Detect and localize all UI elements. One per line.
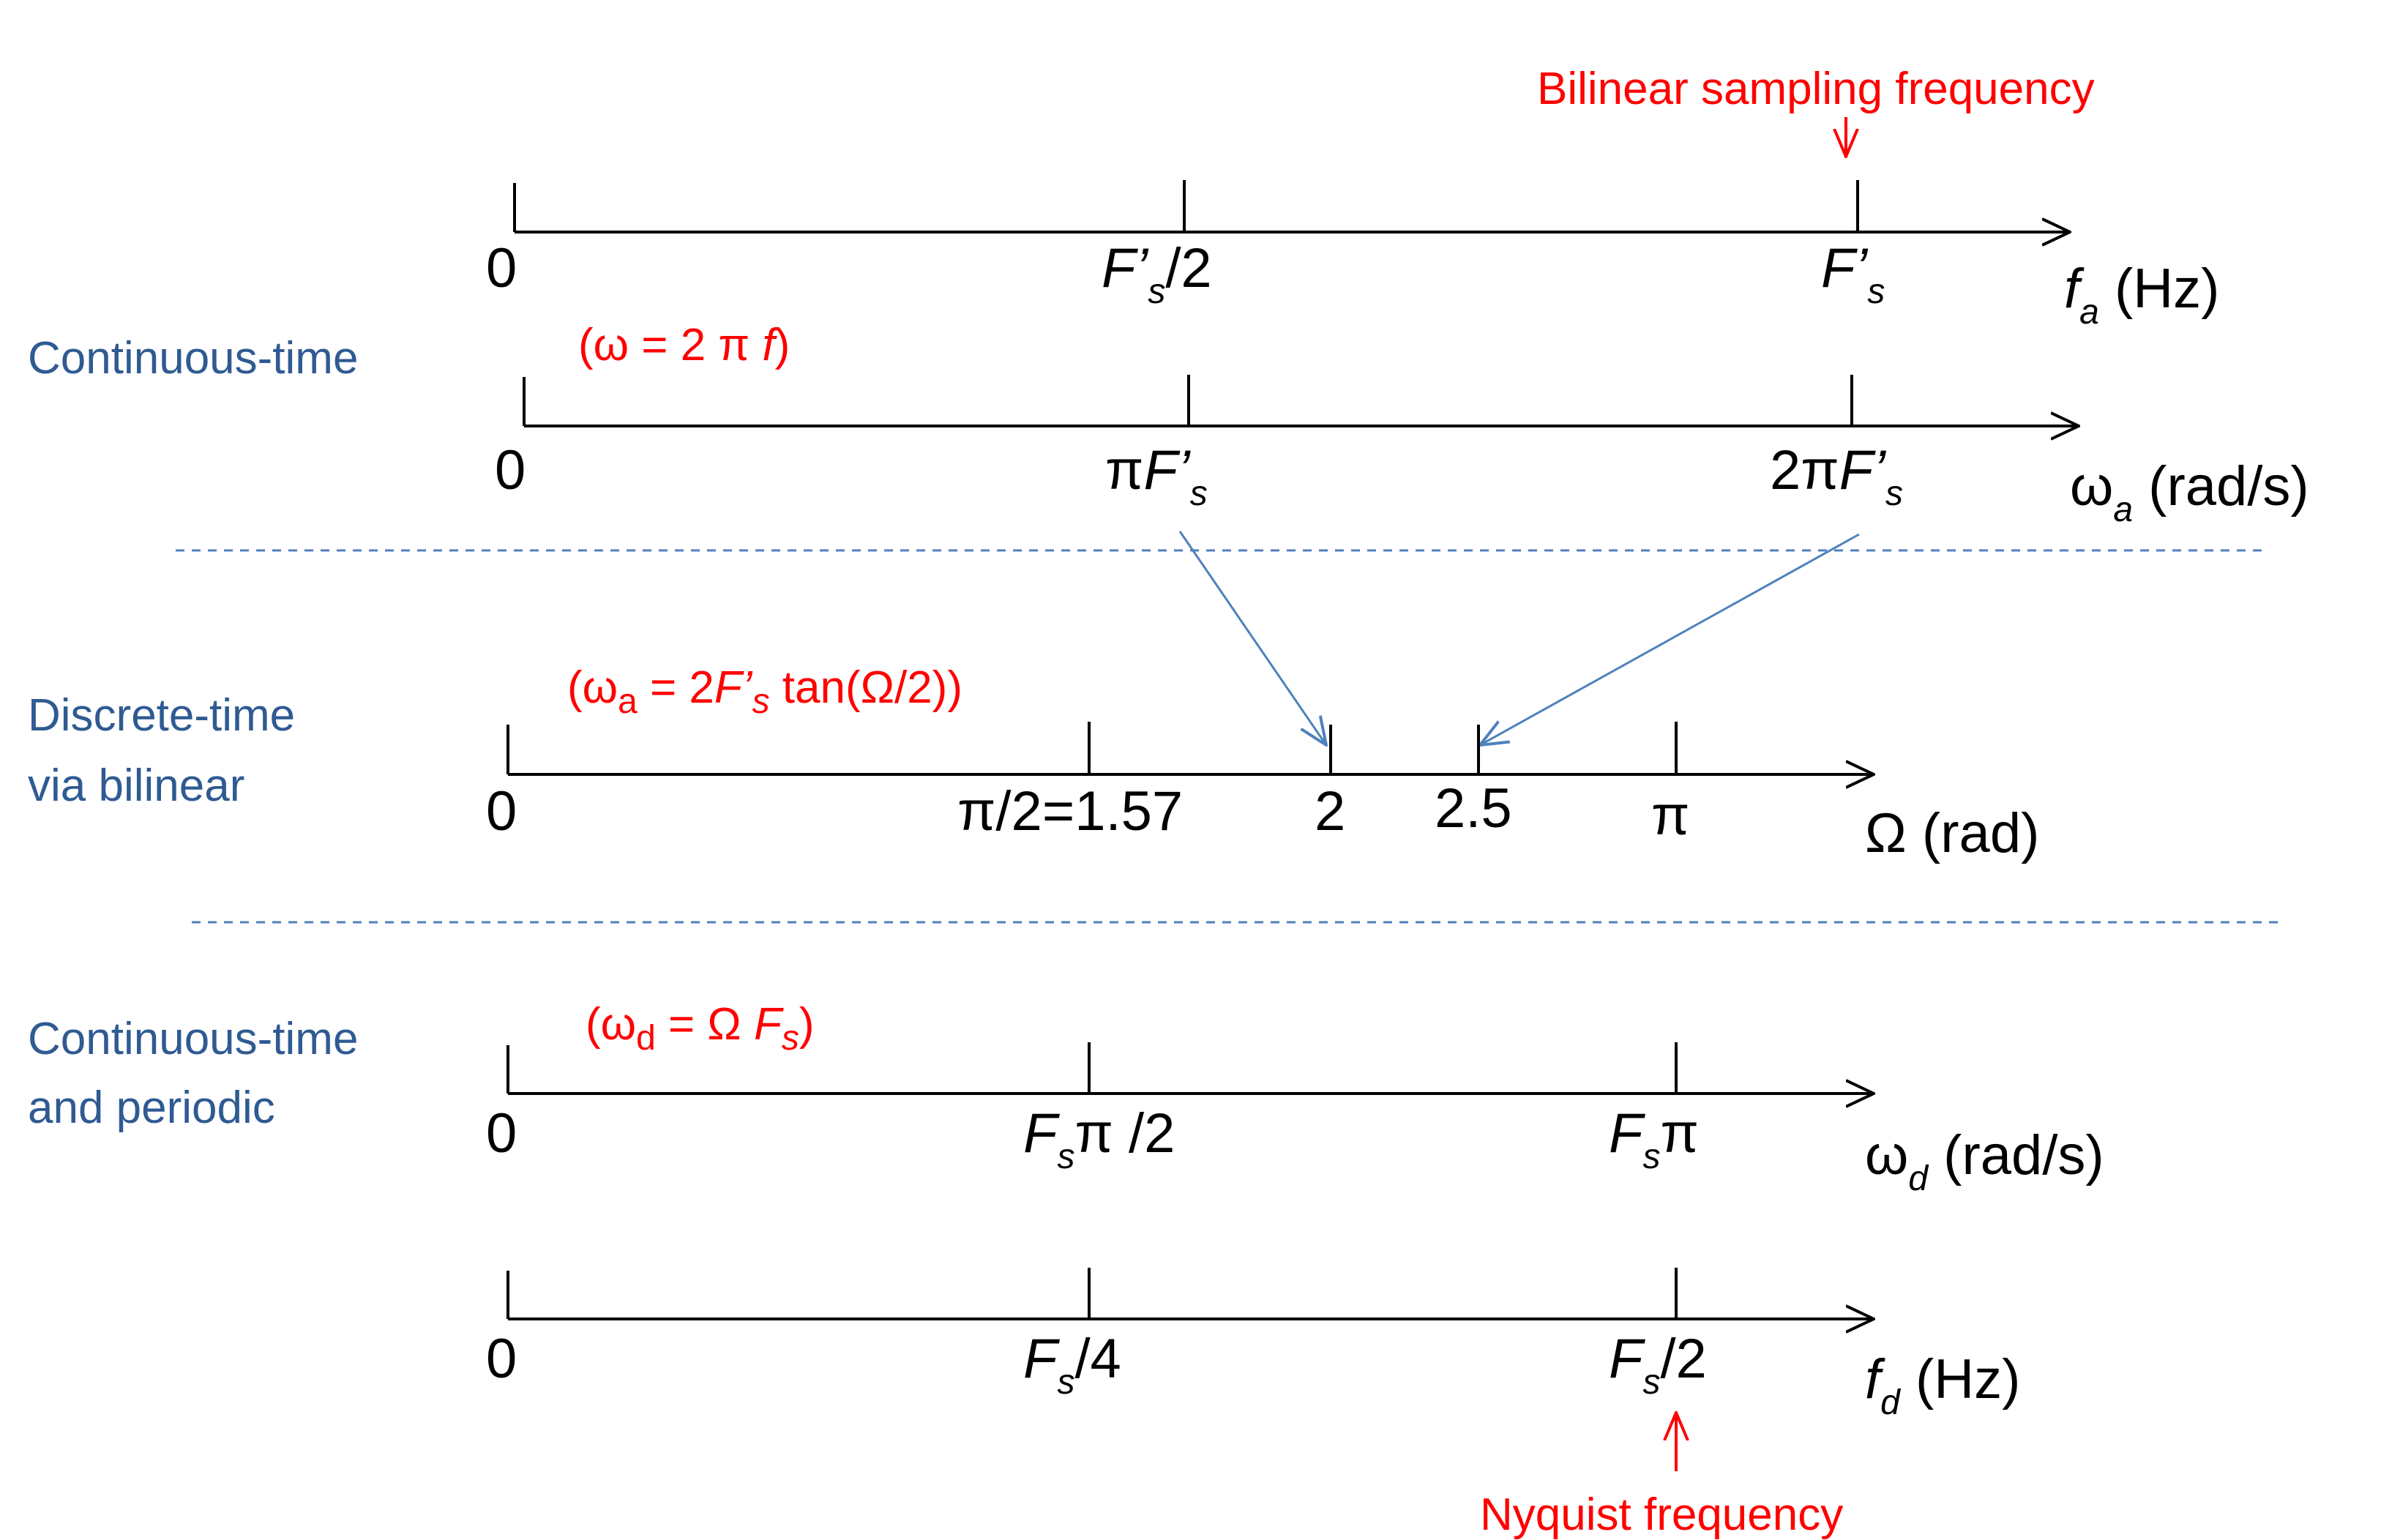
bilinear-sampling-annotation: Bilinear sampling frequency bbox=[1537, 64, 2095, 114]
axis-fa: 0 F’s/2 F’s fa (Hz) bbox=[486, 180, 2219, 332]
axis-omega-tick1-label: π/2=1.57 bbox=[957, 780, 1183, 842]
axis-fa-title: fa (Hz) bbox=[2064, 258, 2219, 332]
axis-fa-zero: 0 bbox=[486, 237, 517, 299]
nyquist-annotation: Nyquist frequency bbox=[1480, 1489, 1843, 1540]
axis-fd-title: fd (Hz) bbox=[1865, 1348, 2020, 1422]
section-continuous-periodic-2: and periodic bbox=[28, 1083, 275, 1133]
axis-wa-zero: 0 bbox=[495, 439, 526, 501]
axis-fd-tick1-label: Fs/4 bbox=[1023, 1328, 1121, 1402]
axis-omega: 0 π/2=1.57 2 2.5 π Ω (rad) bbox=[486, 722, 2039, 864]
axis-omega-tick2-label: 2 bbox=[1315, 780, 1345, 842]
section-discrete-time: Discrete-time bbox=[28, 690, 295, 741]
section-continuous-periodic-1: Continuous-time bbox=[28, 1014, 358, 1064]
axis-wd-tick2-label: Fsπ bbox=[1609, 1102, 1699, 1176]
section-via-bilinear: via bilinear bbox=[28, 760, 244, 811]
axis-omega-tick3-label: 2.5 bbox=[1435, 777, 1512, 840]
axis-wd-tick1-label: Fsπ /2 bbox=[1023, 1102, 1175, 1176]
section-continuous-time: Continuous-time bbox=[28, 333, 358, 384]
axis-wa: 0 πF’s 2πF’s ωa (rad/s) bbox=[495, 375, 2309, 529]
axis-wd-title: ωd (rad/s) bbox=[1865, 1124, 2104, 1198]
mapping-arrow-pi-fs bbox=[1178, 531, 1326, 745]
axis-fa-tick1-label: F’s/2 bbox=[1102, 237, 1212, 311]
axis-omega-tick4-label: π bbox=[1651, 785, 1689, 847]
axis-omega-title: Ω (rad) bbox=[1865, 802, 2039, 864]
formula-omega-f: (ω = 2 π f) bbox=[578, 320, 790, 370]
mapping-arrow-2pi-fs bbox=[1480, 533, 1860, 745]
axis-wa-tick2-label: 2πF’s bbox=[1770, 439, 1903, 513]
axis-fa-tick2-label: F’s bbox=[1821, 237, 1885, 311]
formula-omega-d: (ωd = Ω Fs) bbox=[586, 999, 815, 1058]
axis-wd-zero: 0 bbox=[486, 1102, 517, 1165]
axis-wa-tick1-label: πF’s bbox=[1105, 439, 1208, 513]
axis-omega-zero: 0 bbox=[486, 780, 517, 842]
axis-fd: 0 Fs/4 Fs/2 fd (Hz) bbox=[486, 1268, 2020, 1422]
axis-wd: 0 Fsπ /2 Fsπ ωd (rad/s) bbox=[486, 1042, 2104, 1198]
axis-fd-tick2-label: Fs/2 bbox=[1609, 1328, 1707, 1402]
formula-bilinear: (ωa = 2F’s tan(Ω/2)) bbox=[567, 662, 962, 721]
axis-wa-title: ωa (rad/s) bbox=[2070, 455, 2309, 529]
axis-fd-zero: 0 bbox=[486, 1328, 517, 1390]
